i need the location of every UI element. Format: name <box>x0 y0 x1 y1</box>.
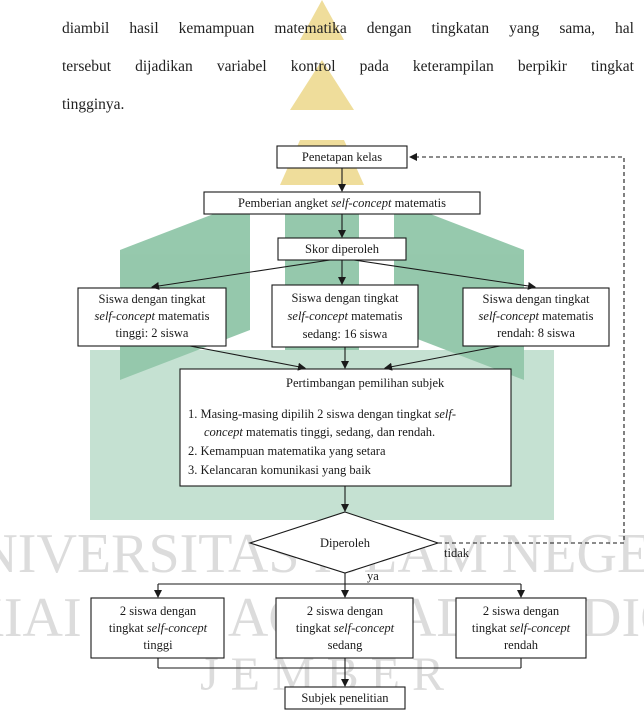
label-pemberian-angket: Pemberian angket self-concept matematis <box>238 196 446 210</box>
label-pertimbangan-title: Pertimbangan pemilihan subjek <box>286 376 445 390</box>
label-item-1a: 1. Masing-masing dipilih 2 siswa dengan … <box>188 407 456 421</box>
paragraph-line-2: tersebut dijadikan variabel kontrol pada… <box>62 58 634 75</box>
label-item-2: 2. Kemampuan matematika yang setara <box>188 444 386 458</box>
label-item-1b: concept matematis tinggi, sedang, dan re… <box>204 425 435 439</box>
label-tinggi-3: tinggi: 2 siswa <box>116 326 189 340</box>
label-res-tinggi-3: tinggi <box>143 638 173 652</box>
label-rendah-1: Siswa dengan tingkat <box>483 292 590 306</box>
label-sedang-1: Siswa dengan tingkat <box>292 291 399 305</box>
label-rendah-3: rendah: 8 siswa <box>497 326 575 340</box>
label-item-3: 3. Kelancaran komunikasi yang baik <box>188 463 372 477</box>
label-skor-diperoleh: Skor diperoleh <box>305 242 380 256</box>
label-subjek-penelitian: Subjek penelitian <box>301 691 389 705</box>
label-res-sedang-2: tingkat self-concept <box>296 621 395 635</box>
label-tinggi-1: Siswa dengan tingkat <box>99 292 206 306</box>
label-tinggi-2: self-concept matematis <box>95 309 210 323</box>
box-siswa-rendah <box>462 287 610 347</box>
label-res-sedang-1: 2 siswa dengan <box>307 604 384 618</box>
label-penetapan-kelas: Penetapan kelas <box>302 150 382 164</box>
label-tidak: tidak <box>444 546 470 560</box>
label-sedang-2: self-concept matematis <box>288 309 403 323</box>
label-res-rendah-3: rendah <box>504 638 539 652</box>
paragraph-line-3: tingginya. <box>62 96 125 113</box>
label-res-tinggi-2: tingkat self-concept <box>109 621 208 635</box>
label-res-rendah-1: 2 siswa dengan <box>483 604 560 618</box>
label-res-sedang-3: sedang <box>328 638 363 652</box>
flowchart-connectors <box>151 153 625 687</box>
box-siswa-sedang <box>271 284 419 348</box>
label-rendah-2: self-concept matematis <box>479 309 594 323</box>
label-diperoleh: Diperoleh <box>320 536 371 550</box>
label-res-rendah-2: tingkat self-concept <box>472 621 571 635</box>
label-ya: ya <box>367 569 379 583</box>
body-paragraph: diambil hasil kemampuan matematika denga… <box>62 10 634 124</box>
box-hasil-sedang <box>275 597 414 659</box>
label-res-tinggi-1: 2 siswa dengan <box>120 604 197 618</box>
paragraph-line-1: diambil hasil kemampuan matematika denga… <box>62 20 634 37</box>
box-pertimbangan <box>179 368 512 487</box>
label-sedang-3: sedang: 16 siswa <box>303 327 388 341</box>
box-hasil-rendah <box>455 597 587 659</box>
box-hasil-tinggi <box>90 597 225 659</box>
box-subjek-penelitian <box>284 686 406 710</box>
box-siswa-tinggi <box>77 287 227 347</box>
